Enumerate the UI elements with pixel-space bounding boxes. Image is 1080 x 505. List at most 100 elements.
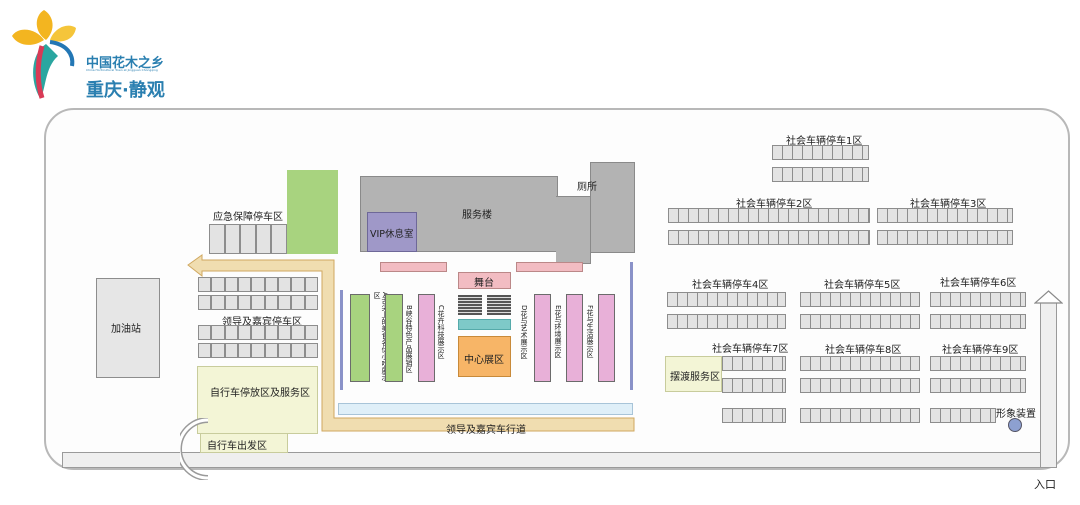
- bottom-strip-1: [722, 408, 786, 423]
- parking-spot: [264, 277, 278, 292]
- parking-spot: [251, 295, 265, 310]
- bike-service-label: 自行车停放区及服务区: [210, 388, 310, 399]
- pink-bar-left: [380, 262, 447, 272]
- parking-spot: [198, 295, 212, 310]
- parking-spot: [251, 325, 265, 340]
- parking-7-label: 社会车辆停车7区: [712, 344, 789, 355]
- booth-b: [418, 294, 435, 382]
- parking-2-rows: [668, 208, 870, 248]
- parking-1-rows: [772, 145, 869, 185]
- booth-d: [534, 294, 551, 382]
- leader-parking-row3: [198, 325, 318, 340]
- entrance-label: 入口: [1034, 478, 1056, 491]
- water-feature: [458, 319, 511, 330]
- booth-f: [598, 294, 615, 382]
- parking-7-rows: [722, 356, 786, 396]
- parking-spot: [264, 325, 278, 340]
- center-exhibition-label: 中心展区: [464, 355, 504, 366]
- parking-spot: [224, 295, 238, 310]
- parking-spot: [264, 295, 278, 310]
- leader-lane-label: 领导及嘉宾车行道: [446, 425, 526, 436]
- parking-spot: [224, 325, 238, 340]
- logo-city: 重庆·静观: [86, 80, 165, 101]
- zone-c-label: C花卉科技展示区: [437, 305, 445, 359]
- zone-d-label: D花与艺术展示区: [520, 305, 528, 360]
- parking-spot: [211, 343, 225, 358]
- parking-spot: [277, 277, 292, 292]
- parking-spot: [211, 295, 225, 310]
- logo: 中国花木之乡 China Horticultural Town at Jingg…: [6, 6, 176, 102]
- zone-f-label: F花与生活展示区: [586, 305, 594, 359]
- parking-spot: [304, 277, 318, 292]
- logo-title: 中国花木之乡: [86, 56, 165, 71]
- parking-spot: [304, 325, 318, 340]
- logo-subtitle: China Horticultural Town at Jingguan Cho…: [86, 68, 158, 72]
- parking-spot: [291, 325, 305, 340]
- parking-9-rows: [930, 356, 1026, 396]
- parking-spot: [211, 325, 225, 340]
- parking-5-rows: [800, 292, 920, 332]
- parking-1-label: 社会车辆停车1区: [786, 136, 863, 147]
- parking-spot: [304, 295, 318, 310]
- center-exhibition: [458, 336, 511, 377]
- seating-left: [458, 295, 482, 315]
- entrance-road: [1040, 300, 1057, 468]
- parking-spot: [277, 325, 292, 340]
- booth-a-left: [350, 294, 370, 382]
- parking-spot: [198, 343, 212, 358]
- emergency-parking-spots: [209, 224, 287, 254]
- zone-e-label: E花与环境展示区: [554, 305, 562, 359]
- parking-spot: [251, 277, 265, 292]
- ferry-service-area: [665, 356, 722, 392]
- parking-8-label: 社会车辆停车8区: [825, 345, 902, 356]
- leader-parking-row4: [198, 343, 318, 358]
- leader-lane-route: [187, 254, 635, 432]
- zone-b-label: B峡谷特色产品展销区: [405, 305, 413, 373]
- parking-spot: [237, 325, 252, 340]
- parking-spot: [224, 277, 238, 292]
- service-building-label: 服务楼: [462, 210, 492, 221]
- parking-spot: [237, 295, 252, 310]
- parking-4-label: 社会车辆停车4区: [692, 280, 769, 291]
- leader-parking-label: 领导及嘉宾停车区: [222, 317, 302, 328]
- stage: [458, 272, 511, 289]
- parking-4-rows: [667, 292, 786, 332]
- gas-station-label: 加油站: [111, 324, 141, 335]
- image-device-icon: [1008, 418, 1022, 432]
- pillar-right: [630, 262, 633, 390]
- parking-spot: [291, 343, 305, 358]
- entrance-arrow-icon: [1034, 290, 1063, 304]
- parking-spot: [251, 343, 265, 358]
- parking-6-label: 社会车辆停车6区: [940, 278, 1017, 289]
- bottom-strip-2: [800, 408, 920, 423]
- leader-parking-row2: [198, 295, 318, 310]
- bike-loop: [180, 418, 209, 480]
- light-blue-strip: [338, 403, 633, 415]
- flower-logo-icon: [12, 10, 76, 99]
- stage-label: 舞台: [474, 278, 494, 289]
- pillar-left: [340, 290, 343, 390]
- vip-lounge-label: VIP休息室: [370, 229, 414, 240]
- service-building-wing: [556, 196, 591, 264]
- image-device-label: 形象装置: [996, 409, 1036, 420]
- parking-3-label: 社会车辆停车3区: [910, 199, 987, 210]
- parking-spot: [291, 277, 305, 292]
- emergency-parking-label: 应急保障停车区: [213, 212, 283, 223]
- parking-spot: [291, 295, 305, 310]
- booth-a-right: [385, 294, 403, 382]
- main-road: [62, 452, 1057, 468]
- parking-spot: [304, 343, 318, 358]
- parking-spot: [277, 295, 292, 310]
- pink-bar-right: [516, 262, 583, 272]
- parking-spot: [198, 325, 212, 340]
- service-building-link: [590, 162, 635, 253]
- parking-9-label: 社会车辆停车9区: [942, 345, 1019, 356]
- booth-e: [566, 294, 583, 382]
- green-area: [287, 170, 338, 254]
- parking-spot: [198, 277, 212, 292]
- parking-spot: [264, 343, 278, 358]
- toilet-label: 厕所: [577, 182, 597, 193]
- parking-8-rows: [800, 356, 920, 396]
- leader-parking-row1: [198, 277, 318, 292]
- parking-spot: [277, 343, 292, 358]
